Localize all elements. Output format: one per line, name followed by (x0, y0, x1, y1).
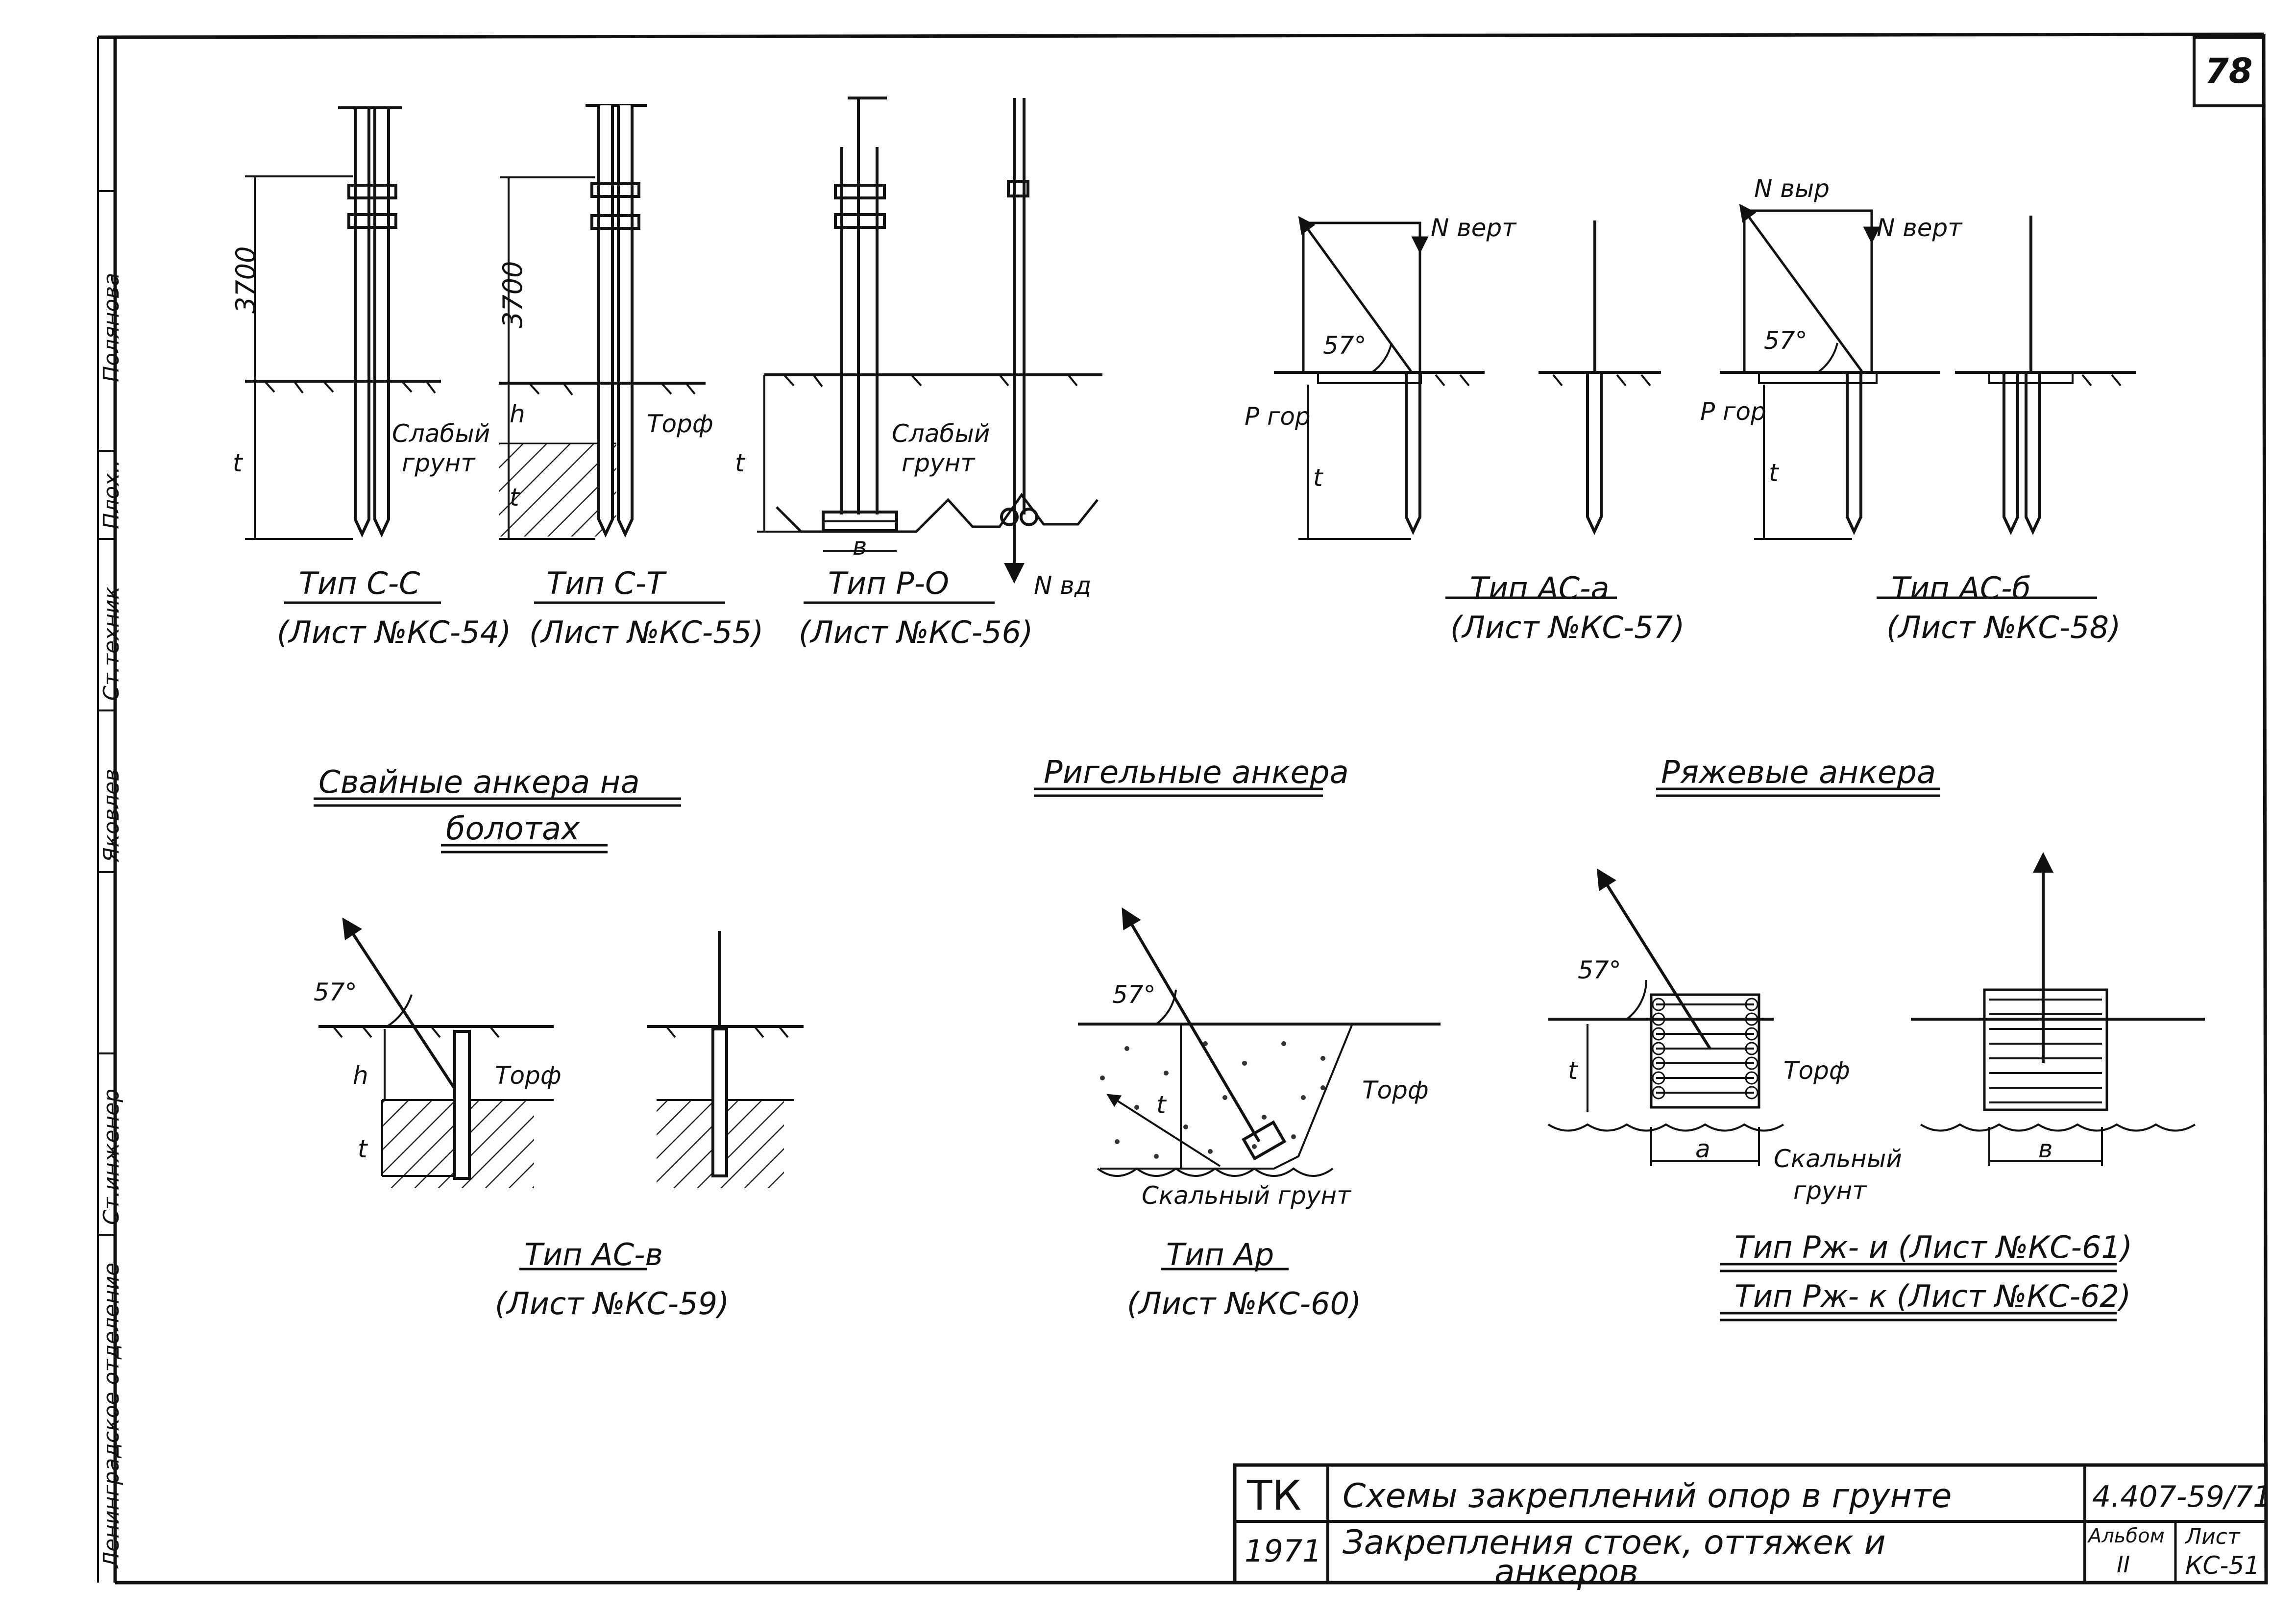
dim-h-c-t: h (510, 400, 525, 428)
diagram-raft-anchor-2 (1911, 852, 2205, 1166)
diagram-type-p-o (757, 97, 1102, 584)
type-sheet-ar: (Лист №КС-60) (1127, 1286, 1362, 1321)
tb-code: 4.407-59/71 (2092, 1480, 2272, 1514)
tb-org: ТК (1247, 1471, 1301, 1519)
angle-ac-v: 57° (314, 978, 357, 1006)
diagram-type-ac-a (1274, 216, 1661, 540)
force-vyr-ac-b: N выр (1754, 174, 1830, 203)
stamp-tech-role: Ст.техник (99, 586, 124, 701)
heading-underlines (314, 787, 1940, 854)
type-sheet-ac-v: (Лист №КС-59) (495, 1286, 730, 1321)
type-name-ac-b: Тип АС-б (1891, 570, 2031, 606)
stamp-eng-name: Яковлев (99, 768, 124, 862)
type-sheet-ac-b: (Лист №КС-58) (1886, 610, 2121, 645)
tb-year: 1971 (1245, 1533, 1322, 1569)
heading-pile-anchors-2: болотах (446, 811, 580, 847)
sheet-frame (97, 32, 2268, 1585)
force-gor-ac-a: Р гор (1245, 402, 1311, 431)
diagram-type-c-c (245, 106, 441, 540)
angle-ac-b: 57° (1764, 326, 1807, 355)
force-bd-p-o: N вд (1034, 571, 1092, 600)
tb-album-label: Альбом (2088, 1525, 2165, 1547)
soil-weak-p-o-2: грунт (902, 449, 975, 477)
type-name-ar: Тип Ар (1166, 1237, 1274, 1272)
tb-sheet-value: КС-51 (2185, 1551, 2260, 1580)
soil-rock-ar: Скальный грунт (1142, 1181, 1351, 1210)
tb-album-value: II (2117, 1551, 2130, 1578)
dim-t-ac-v: t (358, 1135, 367, 1163)
tb-sheet-label: Лист (2185, 1524, 2240, 1549)
force-gor-ac-b: Р гор (1700, 397, 1766, 426)
dim-b-p-o: в (853, 532, 867, 561)
stamp-org: Ленинградское отделение (99, 1262, 124, 1568)
heading-crossbar-anchors: Ригельные анкера (1044, 755, 1349, 791)
diagram-type-ac-b (1720, 203, 2136, 540)
stamp-eng-role: Ст.инженер (99, 1088, 124, 1225)
peat-dots (1100, 1041, 1325, 1159)
dim-t-ar: t (1156, 1091, 1166, 1119)
angle-ar: 57° (1112, 980, 1156, 1009)
soil-rock-raft-2: грунт (1793, 1176, 1867, 1205)
force-vert-ac-b: N верт (1877, 214, 1962, 242)
tb-title-2b: анкеров (1494, 1553, 1638, 1591)
soil-weak-c-c-2: грунт (402, 449, 475, 477)
tb-title-2a: Закрепления стоек, оттяжек и (1343, 1523, 1886, 1562)
type-sheet-p-o: (Лист №КС-56) (799, 614, 1033, 650)
raft-type-1: Тип Рж- и (Лист №КС-61) (1734, 1229, 2132, 1265)
soil-weak-c-c-1: Слабый (392, 419, 490, 448)
dim-t-ac-b: t (1769, 459, 1779, 487)
diagram-type-ar (1078, 907, 1441, 1177)
soil-peat-raft: Торф (1783, 1056, 1850, 1085)
type-name-ac-v: Тип АС-в (524, 1237, 663, 1272)
heading-raft-anchors: Ряжевые анкера (1661, 755, 1936, 791)
heading-pile-anchors-1: Свайные анкера на (318, 764, 640, 801)
type-name-p-o: Тип Р-О (828, 565, 949, 601)
sheet-number: 78 (2205, 51, 2253, 91)
dim-b-raft: в (2038, 1135, 2053, 1163)
angle-ac-a: 57° (1323, 331, 1367, 360)
type-sheet-c-c: (Лист №КС-54) (277, 614, 512, 650)
caption-underlines-top (284, 596, 2097, 604)
dim-height-c-t: 3700 (497, 261, 528, 328)
force-vert-ac-a: N верт (1431, 214, 1516, 242)
angle-raft: 57° (1578, 956, 1621, 984)
dim-t-ac-a: t (1313, 464, 1323, 492)
soil-peat-ac-v: Торф (495, 1061, 562, 1090)
dim-t-c-c: t (233, 449, 243, 477)
soil-peat-c-t: Торф (647, 410, 713, 438)
dim-h-ac-v: h (353, 1061, 368, 1090)
caption-underlines-bottom (519, 1263, 2117, 1321)
type-name-c-t: Тип С-Т (546, 565, 665, 601)
dim-t-c-t: t (510, 483, 519, 512)
type-name-c-c: Тип С-С (299, 565, 420, 601)
soil-rock-raft-1: Скальный (1774, 1145, 1902, 1173)
type-sheet-ac-a: (Лист №КС-57) (1450, 610, 1685, 645)
stamp-checker: Полянова (99, 272, 124, 382)
soil-peat-ar: Торф (1362, 1076, 1429, 1104)
tb-title-1: Схемы закреплений опор в грунте (1343, 1477, 1952, 1515)
soil-weak-p-o-1: Слабый (892, 419, 990, 448)
raft-type-2: Тип Рж- к (Лист №КС-62) (1734, 1278, 2131, 1314)
dim-t-p-o: t (735, 449, 745, 477)
dim-t-raft: t (1568, 1056, 1578, 1085)
type-sheet-c-t: (Лист №КС-55) (529, 614, 764, 650)
title-block (1233, 1463, 2268, 1585)
stamp-tech-name: Плох.. (99, 459, 124, 529)
diagram-raft-anchor-1 (1547, 868, 1784, 1166)
diagram-type-c-t (499, 104, 706, 540)
dim-a-raft: а (1695, 1135, 1710, 1163)
dim-height-c-c: 3700 (230, 246, 261, 314)
diagram-type-ac-v (318, 917, 804, 1188)
type-name-ac-a: Тип АС-а (1470, 570, 1610, 606)
